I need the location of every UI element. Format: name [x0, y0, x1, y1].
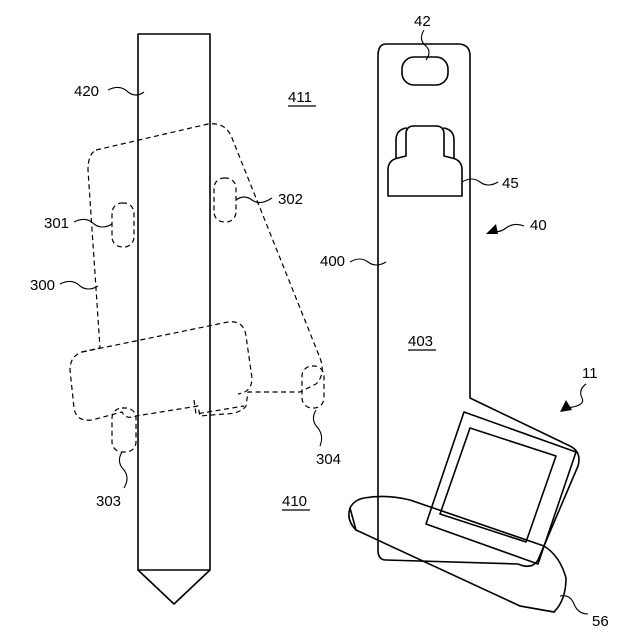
- label-11: 11: [582, 365, 598, 382]
- label-300: 300: [30, 277, 55, 294]
- hidden-plate: [82, 322, 252, 394]
- leader-400: [350, 259, 386, 265]
- label-45: 45: [502, 175, 519, 192]
- body-400: [378, 44, 579, 566]
- hidden-contour-300: [70, 124, 322, 420]
- label-42: 42: [414, 13, 431, 30]
- leader-56: [560, 596, 588, 614]
- leader-301: [74, 219, 112, 227]
- blade-420: [138, 34, 210, 604]
- label-403: 403: [408, 333, 433, 350]
- leader-300: [60, 281, 98, 289]
- slot-304: [302, 366, 324, 408]
- leader-11: [566, 384, 586, 408]
- label-56: 56: [592, 613, 609, 630]
- arrow-40: [486, 224, 498, 234]
- arrow-11: [560, 400, 572, 412]
- leader-42: [421, 30, 429, 60]
- window-42: [402, 57, 448, 85]
- label-410: 410: [282, 493, 307, 510]
- leader-302: [236, 197, 272, 203]
- slot-301: [112, 203, 134, 247]
- label-301: 301: [44, 215, 69, 232]
- label-420: 420: [74, 83, 99, 100]
- clip-45-inner: [396, 128, 454, 158]
- label-304: 304: [316, 451, 341, 468]
- label-40: 40: [530, 217, 547, 234]
- label-411: 411: [288, 89, 312, 106]
- slot-302: [214, 178, 236, 222]
- clip-45: [388, 126, 462, 196]
- leader-304: [313, 410, 321, 446]
- leader-303: [119, 452, 127, 488]
- label-400: 400: [320, 253, 345, 270]
- base-plate-56-edge: [350, 508, 554, 612]
- leader-45: [462, 179, 498, 185]
- label-302: 302: [278, 191, 303, 208]
- label-303: 303: [96, 493, 121, 510]
- base-plate-56: [349, 496, 566, 612]
- connector-window: [440, 428, 556, 542]
- slot-303: [112, 408, 136, 452]
